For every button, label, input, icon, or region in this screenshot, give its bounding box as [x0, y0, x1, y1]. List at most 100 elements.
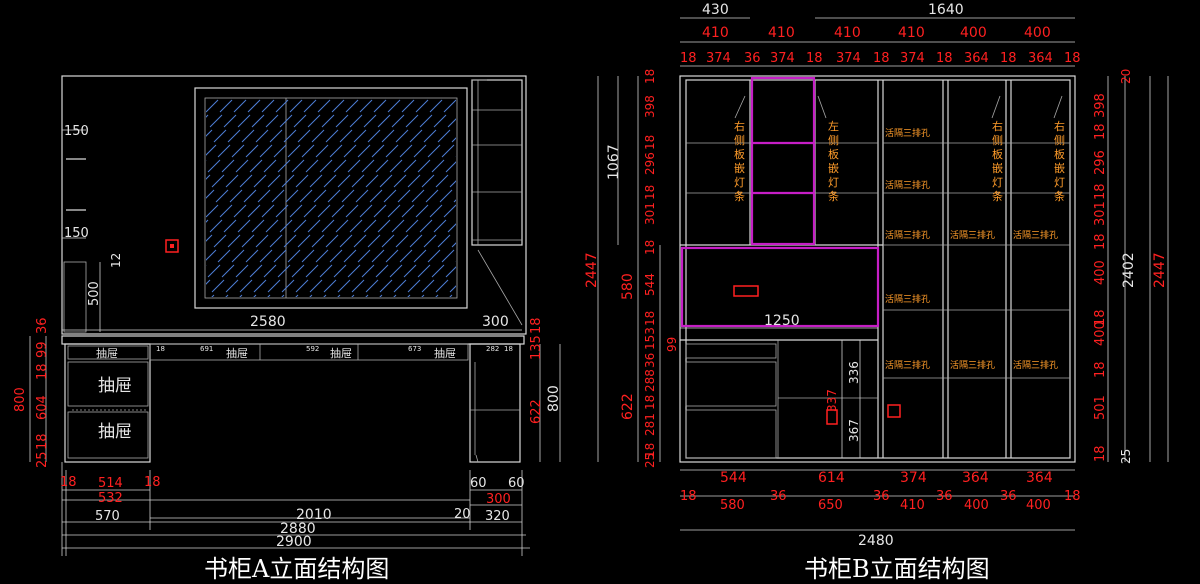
- hatch-line: [46, 130, 58, 142]
- hatch-line: [359, 204, 373, 218]
- hatch-line: [347, 264, 361, 278]
- hatch-line: [540, 250, 552, 262]
- dim-b-right-4: 301: [1093, 201, 1108, 226]
- hatch-line: [498, 145, 510, 157]
- hatch-line: [168, 115, 180, 127]
- shelf-note-7: 活隔三排孔: [950, 359, 995, 371]
- hatch-line: [437, 129, 451, 143]
- hatch-line: [393, 294, 397, 297]
- hatch-line: [104, 190, 116, 202]
- hatch-line: [576, 175, 588, 187]
- hatch-line: [626, 205, 638, 217]
- hatch-line: [233, 99, 247, 113]
- hatch-line: [433, 219, 447, 233]
- light-strip-note-3-0: 右: [1054, 119, 1065, 133]
- hatch-line: [102, 130, 114, 142]
- hatch-line: [229, 189, 243, 203]
- hatch-line: [556, 205, 568, 217]
- hatch-line: [247, 99, 261, 113]
- hatch-line: [361, 264, 375, 278]
- dim-a-18-5: 18: [529, 317, 544, 334]
- hatch-line: [556, 100, 568, 112]
- hatch-line: [572, 160, 584, 172]
- hatch-line: [160, 295, 172, 307]
- dim-a-604: 604: [35, 395, 50, 420]
- hatch-line: [42, 115, 54, 127]
- dim-b-336: 336: [847, 361, 861, 384]
- drawer-label-3: 抽屉: [98, 422, 132, 442]
- hatch-line: [233, 204, 247, 218]
- hatch-line: [397, 189, 411, 203]
- cabinet-a-labels: 150 150 12 500 2580 300 800 2010 2880 29…: [13, 124, 562, 550]
- dim-b-top-2: 410: [834, 25, 861, 41]
- hatch-line: [337, 174, 351, 188]
- hatch-line: [568, 145, 580, 157]
- hatch-line: [566, 190, 578, 202]
- hatch-line: [122, 205, 134, 217]
- hatch-line: [152, 160, 164, 172]
- hatch-line: [574, 115, 586, 127]
- hatch-line: [381, 129, 395, 143]
- hatch-line: [134, 145, 146, 157]
- hatch-line: [64, 250, 76, 262]
- dim-a-2880: 2880: [280, 521, 316, 537]
- dim-a-18-3: 18: [60, 475, 77, 490]
- light-strip-note-0-0: 右: [734, 119, 745, 133]
- hatch-line: [100, 175, 112, 187]
- hatch-line: [552, 190, 564, 202]
- hatch-line: [50, 250, 62, 262]
- light-strip-note-2-2: 板: [992, 147, 1003, 161]
- hatch-line: [138, 265, 150, 277]
- hatch-line: [329, 249, 343, 263]
- dim-b-right-3: 18: [1093, 183, 1108, 200]
- hatch-line: [395, 129, 409, 143]
- hatch-line: [206, 174, 211, 180]
- hatch-line: [546, 115, 558, 127]
- hatch-line: [152, 265, 164, 277]
- hatch-line: [102, 235, 114, 247]
- dim-b-bot2-4: 36: [873, 489, 890, 504]
- hatch-line: [554, 145, 566, 157]
- hatch-line: [209, 114, 223, 128]
- hatch-line: [423, 129, 437, 143]
- hatch-line: [361, 159, 375, 173]
- hatch-line: [572, 265, 584, 277]
- hatch-line: [80, 100, 92, 112]
- hatch-line: [540, 145, 552, 157]
- hatch-line: [287, 144, 301, 158]
- light-strip-note-1-5: 条: [828, 189, 839, 203]
- hatch-line: [510, 295, 522, 307]
- hatch-line: [140, 115, 152, 127]
- hatch-line: [98, 115, 110, 127]
- hatch-line: [223, 219, 237, 233]
- hatch-line: [624, 250, 636, 262]
- hatch-line: [209, 219, 223, 233]
- hatch-line: [437, 234, 451, 248]
- hatch-line: [166, 160, 178, 172]
- small-dim-5: 282: [486, 345, 499, 353]
- hatch-line: [279, 114, 293, 128]
- light-strip-note-3-5: 条: [1054, 189, 1065, 203]
- hatch-line: [443, 204, 456, 218]
- dim-b-left-2: 18: [643, 135, 657, 150]
- hatch-line: [610, 250, 622, 262]
- hatch-line: [335, 219, 349, 233]
- dim-a-25: 25: [35, 451, 50, 468]
- hatch-line: [92, 145, 104, 157]
- dim-b-99: 99: [665, 337, 679, 352]
- hatch-line: [602, 220, 614, 232]
- hatch-line: [383, 189, 397, 203]
- hatch-line: [345, 99, 359, 113]
- hatch-line: [44, 280, 56, 292]
- hatch-line: [124, 265, 136, 277]
- hatch-line: [277, 264, 291, 278]
- small-dim-1: 18: [156, 345, 165, 353]
- hatch-line: [186, 130, 198, 142]
- hatch-line: [568, 250, 580, 262]
- hatch-line: [550, 130, 562, 142]
- hatch-line: [235, 264, 249, 278]
- hatch-line: [114, 280, 126, 292]
- hatch-line: [16, 280, 28, 292]
- hatch-line: [449, 294, 453, 297]
